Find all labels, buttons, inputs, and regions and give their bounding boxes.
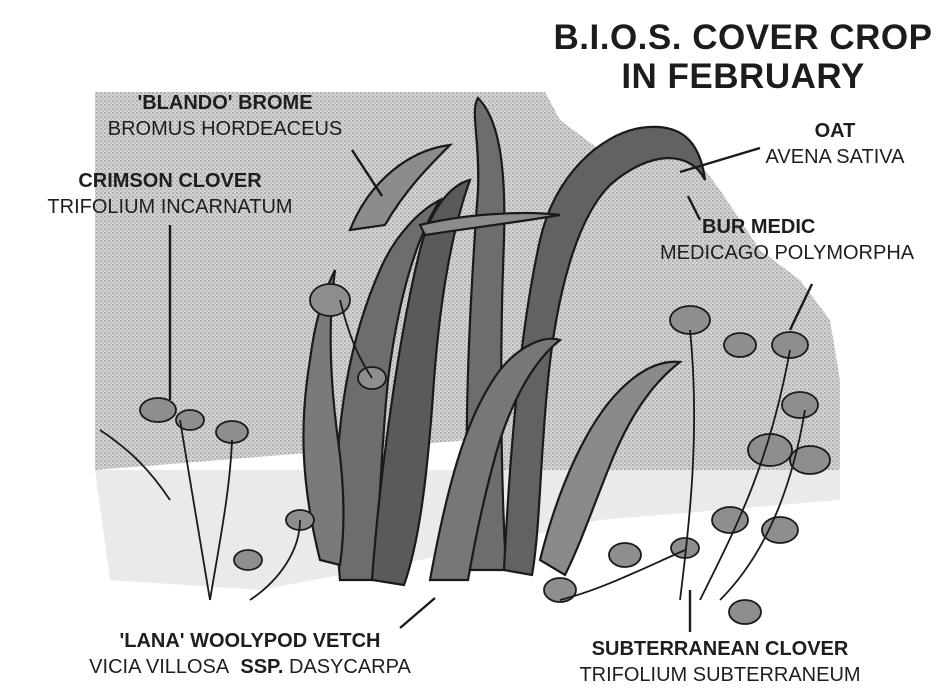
label-oat: OAT AVENA SATIVA xyxy=(730,118,940,170)
lana-vetch-latin-name: VICIA VILLOSA SSP. DASYCARPA xyxy=(20,654,480,680)
lana-vetch-latin-genus: VICIA VILLOSA xyxy=(89,656,229,678)
title-line-1: B.I.O.S. COVER CROP xyxy=(548,18,938,57)
oat-common-name: OAT xyxy=(730,118,940,144)
crimson-clover-latin-name: TRIFOLIUM INCARNATUM xyxy=(0,194,340,220)
label-bur-medic: BUR MEDIC xyxy=(698,214,948,240)
label-subterranean-clover: SUBTERRANEAN CLOVER TRIFOLIUM SUBTERRANE… xyxy=(530,636,910,688)
label-lana-vetch: 'LANA' WOOLYPOD VETCH VICIA VILLOSA SSP.… xyxy=(20,628,480,680)
label-blando-brome: 'BLANDO' BROME BROMUS HORDEACEUS xyxy=(60,90,390,142)
bur-medic-latin-name: MEDICAGO POLYMORPHA xyxy=(660,240,948,266)
lana-vetch-latin-ssp: SSP. xyxy=(240,656,283,678)
lana-vetch-common-name: 'LANA' WOOLYPOD VETCH xyxy=(20,628,480,654)
diagram-title: B.I.O.S. COVER CROP IN FEBRUARY xyxy=(548,18,938,96)
subterranean-clover-common-name: SUBTERRANEAN CLOVER xyxy=(530,636,910,662)
label-crimson-clover: CRIMSON CLOVER TRIFOLIUM INCARNATUM xyxy=(0,168,340,220)
oat-latin-name: AVENA SATIVA xyxy=(730,144,940,170)
blando-brome-latin-name: BROMUS HORDEACEUS xyxy=(60,116,390,142)
bur-medic-common-name: BUR MEDIC xyxy=(698,214,948,240)
subterranean-clover-latin-name: TRIFOLIUM SUBTERRANEUM xyxy=(530,662,910,688)
lana-vetch-latin-subspecies: DASYCARPA xyxy=(289,656,411,678)
blando-brome-common-name: 'BLANDO' BROME xyxy=(60,90,390,116)
title-line-2: IN FEBRUARY xyxy=(548,57,938,96)
crimson-clover-common-name: CRIMSON CLOVER xyxy=(0,168,340,194)
label-bur-medic-latin: MEDICAGO POLYMORPHA xyxy=(660,240,948,266)
